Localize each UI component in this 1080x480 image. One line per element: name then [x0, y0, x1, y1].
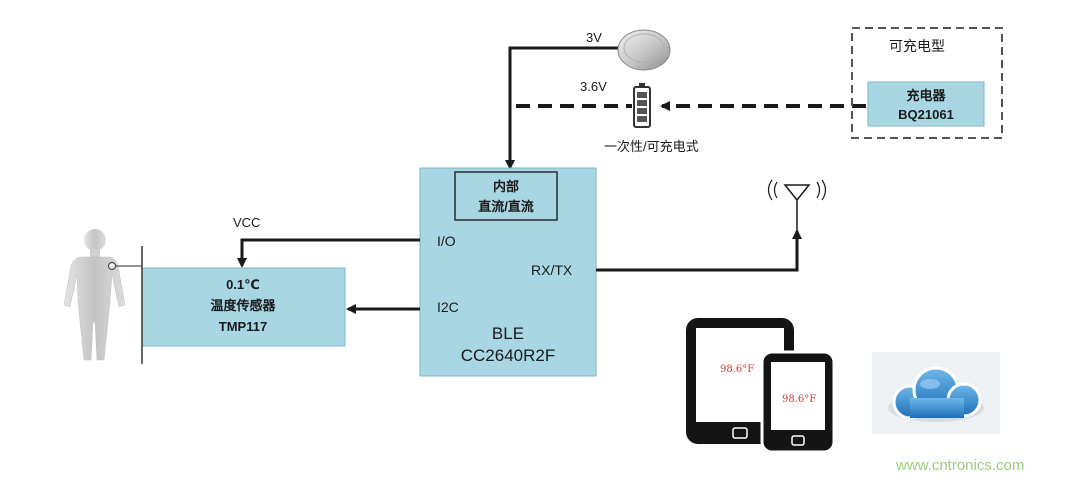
charger-title: 充电器 — [906, 88, 946, 103]
temperature-sensor-block — [141, 267, 346, 347]
power-supply-line — [505, 46, 620, 170]
vcc-line — [237, 238, 420, 268]
human-body-icon — [63, 229, 126, 361]
pin-rxtx-label: RX/TX — [531, 262, 573, 278]
phone-reading: 98.6°F — [782, 394, 816, 405]
cell-type-caption: 一次性/可充电式 — [604, 139, 699, 154]
coin-voltage-label: 3V — [586, 30, 602, 45]
antenna-icon — [767, 179, 827, 233]
cloud-icon — [872, 352, 1000, 434]
charger-block — [867, 81, 985, 127]
sensor-part: TMP117 — [219, 319, 267, 334]
dcdc-label-line2: 直流/直流 — [478, 199, 534, 214]
rxtx-line — [596, 229, 802, 272]
mcu-name: BLE — [492, 324, 524, 343]
sensor-accuracy: 0.1℃ — [226, 277, 260, 292]
rechargeable-battery-icon — [633, 83, 651, 128]
phone-icon — [760, 350, 836, 454]
coin-cell-battery-icon — [617, 29, 671, 71]
cell-voltage-label: 3.6V — [580, 79, 607, 94]
watermark-text: www.cntronics.com — [895, 457, 1024, 474]
charger-part: BQ21061 — [898, 107, 954, 122]
dcdc-label-line1: 内部 — [493, 179, 519, 194]
pin-i2c-label: I2C — [437, 299, 459, 315]
rechargeable-group-label: 可充电型 — [889, 38, 945, 54]
sensor-name: 温度传感器 — [210, 298, 276, 313]
dcdc-block — [454, 171, 558, 221]
tablet-reading: 98.6°F — [720, 364, 754, 375]
vcc-label: VCC — [233, 215, 260, 230]
pin-io-label: I/O — [437, 233, 456, 249]
mcu-part: CC2640R2F — [461, 346, 556, 365]
body-contact-point — [107, 261, 117, 271]
